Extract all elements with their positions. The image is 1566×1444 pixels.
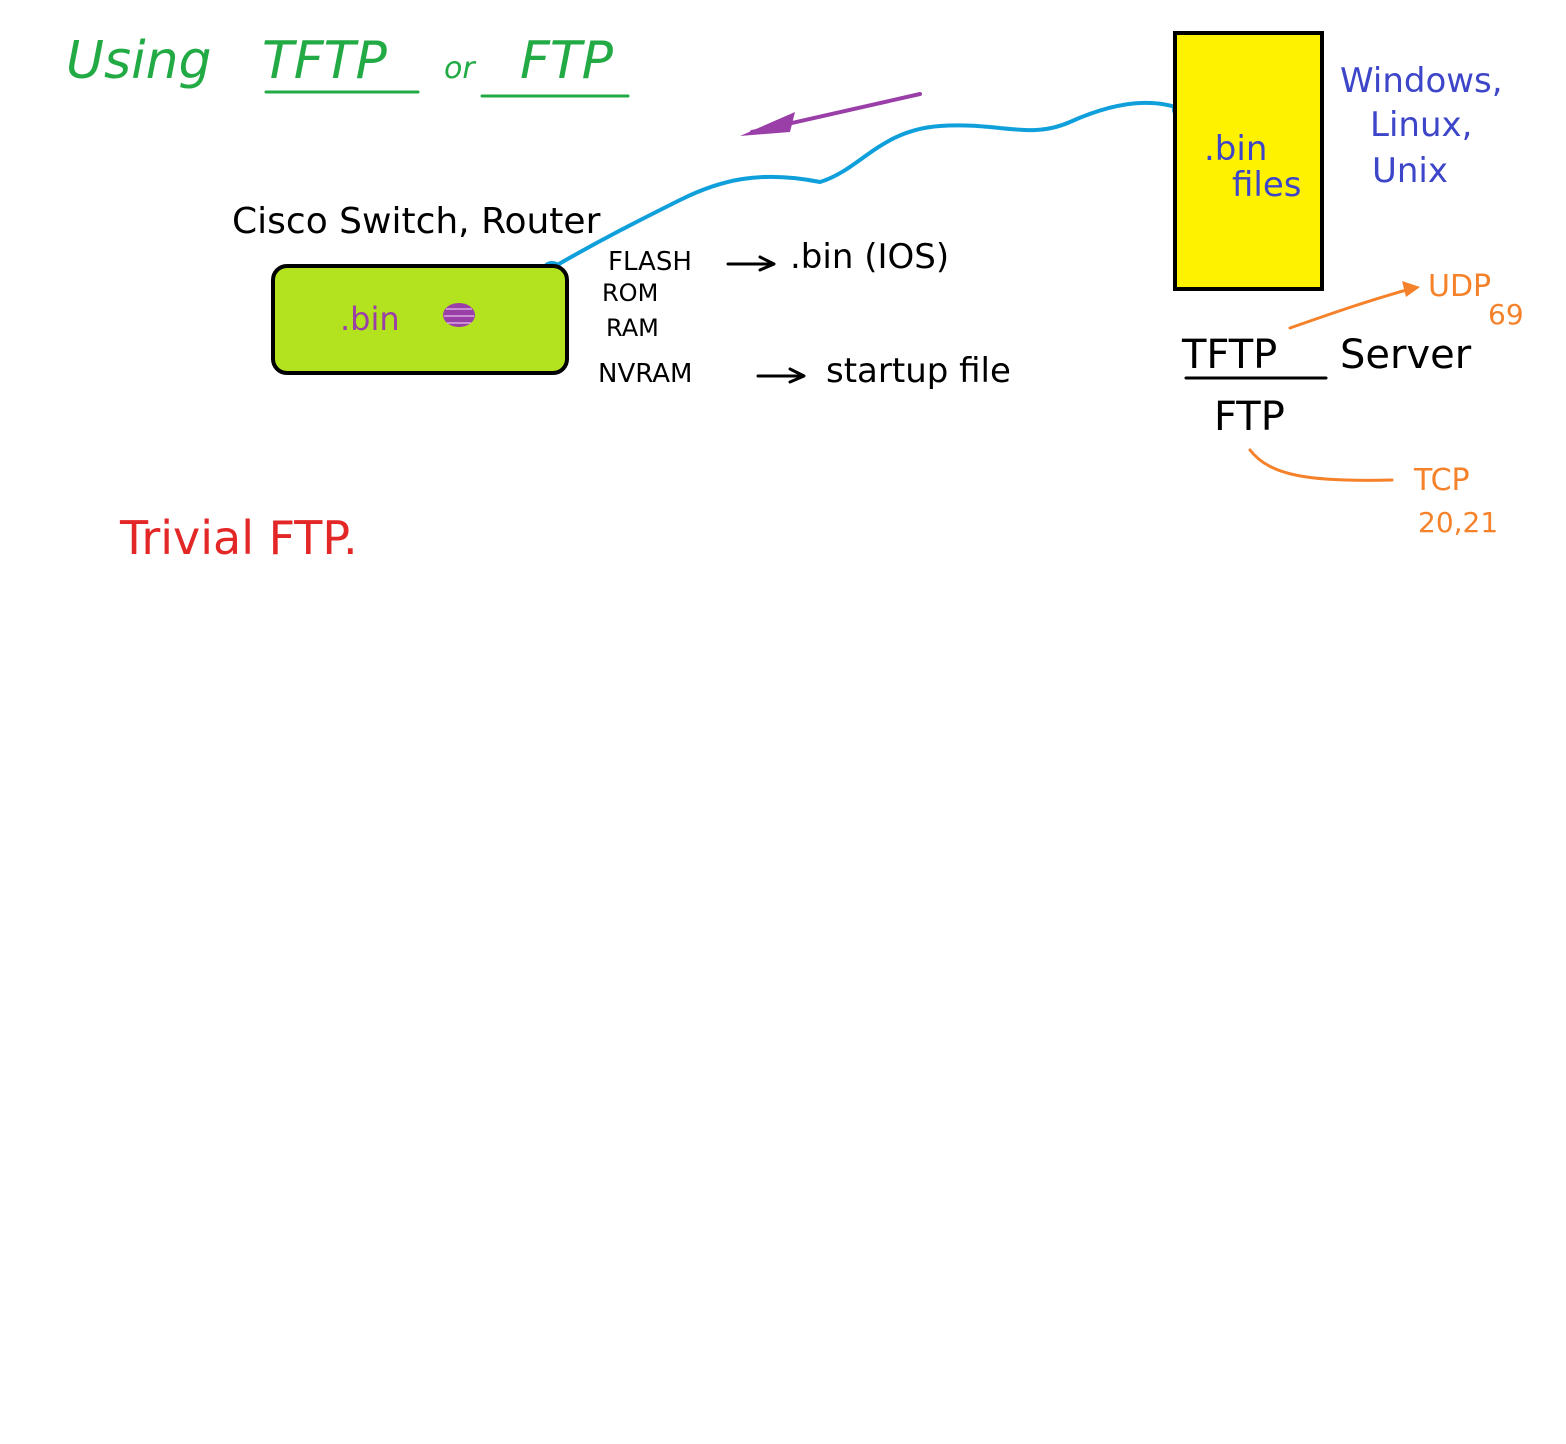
arrowhead-icon xyxy=(740,112,795,136)
memory-flash: FLASH xyxy=(608,247,692,277)
udp-label: UDP xyxy=(1428,269,1491,304)
title-prefix: Using xyxy=(66,31,212,91)
server-box-line2: files xyxy=(1232,165,1302,205)
memory-rom: ROM xyxy=(602,279,658,307)
udp-annotation: UDP 69 xyxy=(1288,269,1524,331)
arrow-right-icon xyxy=(756,367,806,384)
memory-list: FLASH .bin (IOS) ROM RAM NVRAM startup f… xyxy=(598,237,1011,391)
tcp-annotation: TCP 20,21 xyxy=(1248,448,1498,539)
title-joiner: or xyxy=(444,51,476,86)
server-os-windows: Windows, xyxy=(1340,61,1503,101)
memory-nvram-target: startup file xyxy=(826,351,1011,391)
arrowhead-icon xyxy=(1402,281,1420,297)
title-group: Using TFTP or FTP xyxy=(66,31,630,98)
server-word: Server xyxy=(1340,332,1472,378)
server-tftp-label: TFTP xyxy=(1181,332,1277,378)
memory-flash-target: .bin (IOS) xyxy=(790,237,949,277)
udp-arrow xyxy=(1288,287,1412,330)
network-cable xyxy=(550,100,1186,270)
server-os-unix: Unix xyxy=(1372,151,1448,191)
server-ftp-label: FTP xyxy=(1214,394,1285,440)
scribble-icon xyxy=(443,303,475,327)
title-protocol-a: TFTP xyxy=(262,31,387,91)
server-os-list: Windows, Linux, Unix xyxy=(1340,61,1503,191)
arrow-right-icon xyxy=(726,255,776,272)
udp-port: 69 xyxy=(1488,298,1524,331)
server-box-line1: .bin xyxy=(1204,129,1267,169)
memory-ram: RAM xyxy=(606,314,659,342)
switch-label: Cisco Switch, Router xyxy=(232,201,601,242)
trivial-ftp-note: Trivial FTP. xyxy=(119,511,358,565)
server-box xyxy=(1173,31,1324,291)
tcp-label: TCP xyxy=(1413,463,1470,498)
switch-box xyxy=(271,264,569,375)
switch-box-text: .bin xyxy=(340,300,400,338)
transfer-direction-arrow xyxy=(740,92,922,136)
tcp-ports: 20,21 xyxy=(1418,506,1498,539)
tcp-connector xyxy=(1248,448,1394,482)
memory-nvram: NVRAM xyxy=(598,359,692,389)
server-os-linux: Linux, xyxy=(1370,105,1472,145)
title-protocol-b: FTP xyxy=(520,31,614,91)
